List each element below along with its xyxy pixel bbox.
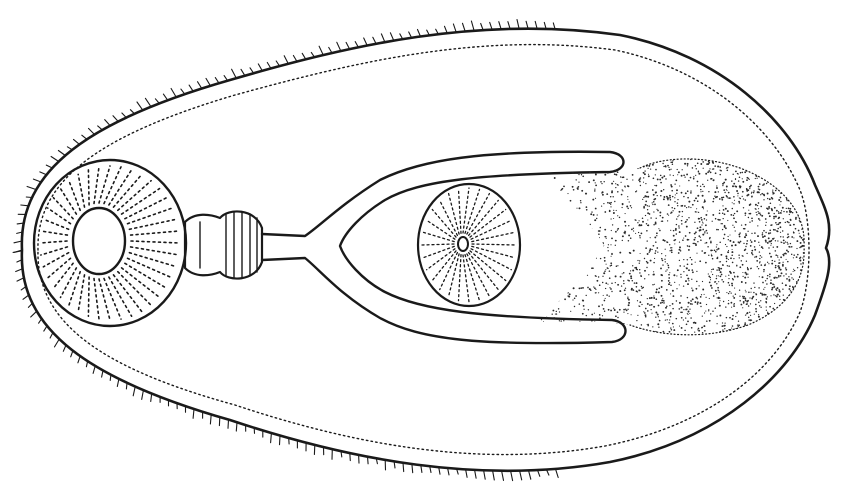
cilia-bristles — [13, 20, 558, 481]
anterior-disc-center — [73, 208, 125, 274]
stalk-arms — [262, 152, 626, 343]
central-disc-nucleus — [458, 237, 468, 251]
stippled-mass — [535, 151, 808, 343]
anterior-disc — [34, 160, 186, 326]
central-disc — [418, 184, 520, 306]
ribbed-bulb — [185, 211, 262, 278]
